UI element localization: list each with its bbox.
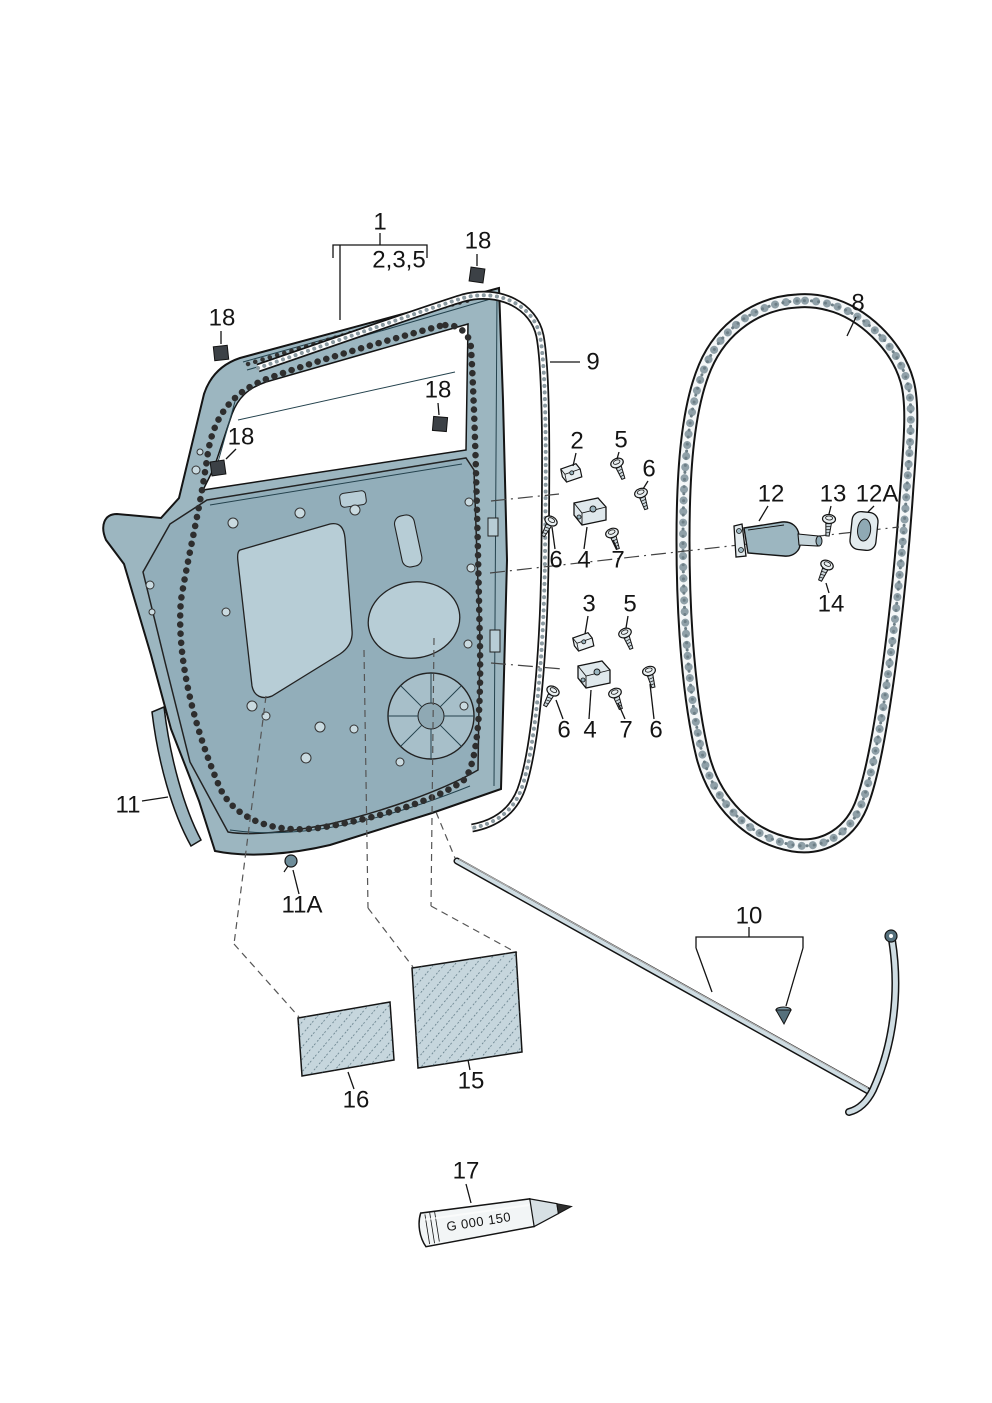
panel-holes [145,448,476,767]
screw-6-upper-right [632,486,654,512]
leader-11 [141,796,169,802]
leader-5-upper [616,451,620,460]
callout-6-lower-right[interactable]: 6 [649,717,662,744]
projection-lines [233,637,518,1018]
callout-7-upper[interactable]: 7 [611,547,624,574]
leader-4-lower [588,689,592,720]
callout-10[interactable]: 10 [736,903,763,930]
assembly-axis-upper [490,493,560,502]
callout-18-top[interactable]: 18 [465,228,492,255]
aperture-seal-8 [675,293,919,854]
callout-12[interactable]: 12 [758,481,785,508]
pad-18-upper-left [212,344,230,362]
leader-pad-lower-left [225,448,237,460]
callout-11A[interactable]: 11A [282,892,323,919]
leader-10 [695,927,804,1007]
speaker-opening [387,672,475,760]
leader-2 [572,452,577,467]
door-seal-line [176,321,484,833]
callout-13[interactable]: 13 [820,481,847,508]
strip-clip [775,1006,792,1026]
callout-5-lower[interactable]: 5 [623,591,636,618]
leader-6-upper-right [642,480,649,490]
leader-13 [828,505,832,515]
trim-strip-10 [453,857,874,1096]
regulator-opening [236,522,353,699]
leader-4-upper [583,526,588,550]
leader-16 [347,1071,355,1090]
callout-9[interactable]: 9 [586,349,599,376]
callout-4-upper[interactable]: 4 [577,547,590,574]
leader-pad-mid [437,402,440,416]
leader-15 [467,1059,471,1071]
trim-strip-11 [151,705,202,848]
callout-6-upper-left[interactable]: 6 [549,547,562,574]
damping-patch-16 [297,1001,395,1077]
pad-18-top [468,266,486,284]
grommet-11A [283,854,298,873]
callout-8[interactable]: 8 [851,290,864,317]
callout-17[interactable]: 17 [453,1158,480,1185]
door-weatherstrip-9 [256,290,551,833]
callout-11[interactable]: 11 [116,792,141,819]
callout-18-lower-left[interactable]: 18 [228,424,255,451]
callout-2-3-5[interactable]: 2,3,5 [372,247,425,274]
callout-6-lower-left[interactable]: 6 [557,717,570,744]
callout-2[interactable]: 2 [570,428,583,455]
leader-3 [584,615,589,635]
leader-7-upper [612,539,618,550]
callout-16[interactable]: 16 [343,1087,370,1114]
callout-12A[interactable]: 12A [856,481,899,508]
leader-6-lower-left [555,699,564,720]
damping-patch-15 [411,951,523,1069]
leader-6-upper-left [551,526,556,550]
leader-12A [867,505,875,513]
leader-assembly-1 [332,233,428,320]
door-shell [102,286,509,856]
leader-11A [292,869,300,895]
pad-18-lower-left [209,459,227,477]
screw-7-lower [606,685,628,712]
lock-cutout-upper [487,517,499,537]
callout-1[interactable]: 1 [373,209,386,236]
callout-6-upper-right[interactable]: 6 [642,456,655,483]
leader-12 [758,505,769,522]
hinge-4-upper [573,497,607,526]
screw-5-lower [616,625,638,652]
callout-3[interactable]: 3 [582,591,595,618]
screw-14 [813,557,836,584]
callout-14[interactable]: 14 [818,591,845,618]
hinge-group-upper [536,455,654,552]
door-check-12 [733,521,823,558]
leader-6-lower-right [649,683,655,720]
frame-seal-line [245,297,473,367]
assembly-axis-main [489,526,900,574]
leader-8 [846,316,857,337]
lock-cutout-lower [489,629,501,653]
callout-7-lower[interactable]: 7 [619,717,632,744]
leader-5-lower [625,615,629,629]
callout-15[interactable]: 15 [458,1068,485,1095]
assembly-axis-lower [490,662,564,670]
end-strip-10 [845,929,900,1116]
leader-14 [825,582,830,594]
leader-7-lower [617,702,626,720]
leader-17 [465,1183,472,1204]
clip-2 [559,462,583,484]
slot-opening [393,514,423,568]
screw-5-upper [608,455,630,482]
clip-3 [571,631,595,653]
callout-18-upper-left[interactable]: 18 [209,305,236,332]
hinge-4-lower [577,660,611,689]
sealant-tube-17: G 000 150 [418,1198,573,1248]
callout-18-mid[interactable]: 18 [425,377,452,404]
screw-13 [820,513,837,538]
callout-5-upper[interactable]: 5 [614,427,627,454]
access-opening [367,581,461,659]
striker-plate-12A [849,510,879,552]
window-aperture [201,322,469,491]
callout-4-lower[interactable]: 4 [583,717,596,744]
pad-18-mid [431,415,449,433]
